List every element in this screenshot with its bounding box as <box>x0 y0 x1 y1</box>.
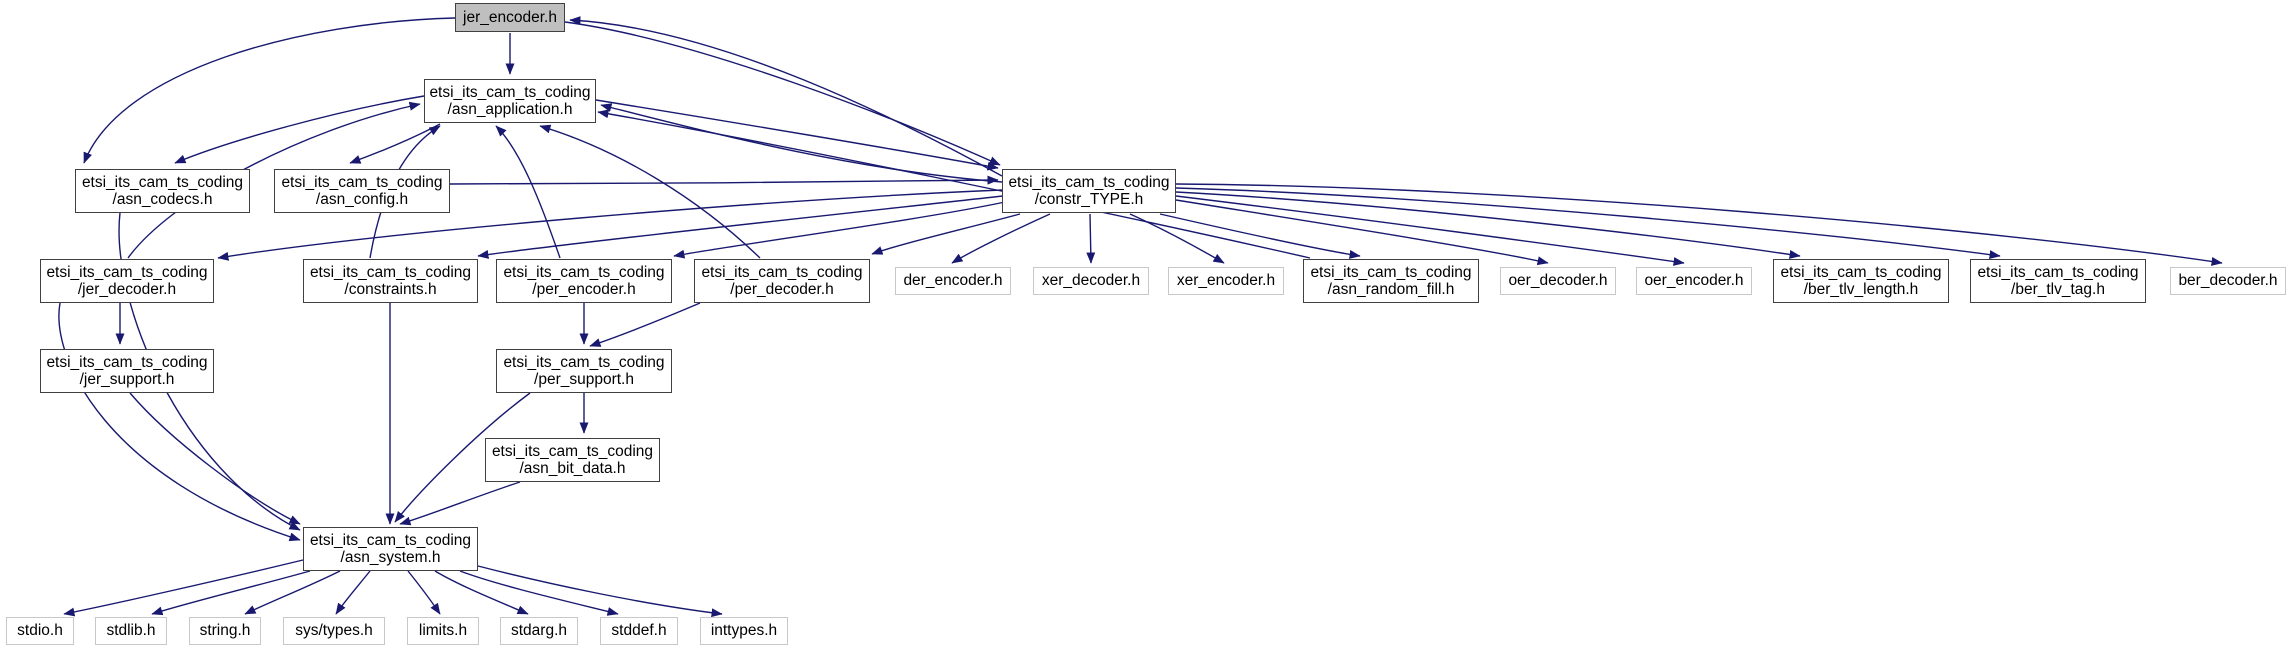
graph-edge-asn_bit_data-to-asn_system <box>399 481 521 526</box>
graph-node-xer_encoder[interactable]: xer_encoder.h <box>1168 267 1284 295</box>
graph-node-constraints[interactable]: etsi_its_cam_ts_coding /constraints.h <box>303 259 478 303</box>
graph-node-label-asn_bit_data: etsi_its_cam_ts_coding /asn_bit_data.h <box>491 442 654 477</box>
graph-node-label-asn_random_fill: etsi_its_cam_ts_coding /asn_random_fill.… <box>1310 263 1472 298</box>
graph-edge-asn_system-to-limits <box>407 570 441 615</box>
graph-node-label-jer_encoder: jer_encoder.h <box>463 8 557 26</box>
graph-node-stddef[interactable]: stddef.h <box>600 617 678 645</box>
graph-node-label-oer_encoder: oer_encoder.h <box>1644 272 1744 290</box>
graph-edge-asn_application-to-asn_codecs <box>174 95 425 164</box>
graph-node-label-xer_encoder: xer_encoder.h <box>1176 272 1276 290</box>
graph-edge-per_decoder-to-per_support <box>589 302 701 347</box>
graph-node-oer_encoder[interactable]: oer_encoder.h <box>1636 267 1752 295</box>
graph-node-label-inttypes: inttypes.h <box>710 622 778 640</box>
graph-edge-constr_TYPE-to-ber_tlv_tag <box>1175 187 2001 260</box>
graph-node-label-stdio: stdio.h <box>17 622 63 640</box>
graph-edge-jer_encoder-to-asn_codecs <box>83 17 456 164</box>
graph-node-label-stdlib: stdlib.h <box>106 622 156 640</box>
graph-node-label-asn_application: etsi_its_cam_ts_coding /asn_application.… <box>429 83 591 118</box>
graph-node-string[interactable]: string.h <box>189 617 261 645</box>
graph-edge-jer_decoder-to-asn_system <box>58 302 301 542</box>
graph-node-asn_system[interactable]: etsi_its_cam_ts_coding /asn_system.h <box>303 527 478 571</box>
graph-edge-per_decoder-to-asn_application <box>539 124 761 259</box>
graph-node-label-limits: limits.h <box>418 622 468 640</box>
graph-node-label-asn_config: etsi_its_cam_ts_coding /asn_config.h <box>281 173 443 208</box>
graph-edge-constr_TYPE-to-der_encoder <box>951 213 1051 264</box>
graph-node-limits[interactable]: limits.h <box>407 617 479 645</box>
graph-node-label-oer_decoder: oer_decoder.h <box>1508 272 1608 290</box>
graph-node-ber_tlv_length[interactable]: etsi_its_cam_ts_coding /ber_tlv_length.h <box>1773 259 1949 303</box>
graph-node-asn_codecs[interactable]: etsi_its_cam_ts_coding /asn_codecs.h <box>75 169 250 213</box>
graph-node-inttypes[interactable]: inttypes.h <box>700 617 788 645</box>
graph-node-label-xer_decoder: xer_decoder.h <box>1041 272 1141 290</box>
graph-edge-constr_TYPE-to-xer_encoder <box>1129 213 1225 264</box>
graph-node-ber_decoder[interactable]: ber_decoder.h <box>2170 267 2286 295</box>
graph-edge-asn_config-to-constr_TYPE <box>449 175 999 185</box>
graph-node-label-jer_decoder: etsi_its_cam_ts_coding /jer_decoder.h <box>46 263 208 298</box>
graph-edge-constr_TYPE-to-xer_decoder <box>1086 213 1096 264</box>
edge-group <box>58 16 2223 618</box>
graph-edge-asn_system-to-inttypes <box>477 565 723 618</box>
graph-node-der_encoder[interactable]: der_encoder.h <box>895 267 1011 295</box>
graph-node-label-string: string.h <box>199 622 251 640</box>
graph-edge-asn_application-to-asn_config <box>349 123 441 164</box>
graph-node-stdio[interactable]: stdio.h <box>6 617 74 645</box>
graph-edge-constr_TYPE-to-asn_application <box>600 103 1003 183</box>
graph-node-label-stddef: stddef.h <box>611 622 667 640</box>
graph-node-asn_random_fill[interactable]: etsi_its_cam_ts_coding /asn_random_fill.… <box>1303 259 1479 303</box>
graph-edge-asn_system-to-stdio <box>63 559 304 617</box>
graph-edge-jer_support-to-asn_system <box>129 392 301 525</box>
graph-edge-constr_TYPE-to-ber_decoder <box>1175 183 2223 266</box>
graph-node-ber_tlv_tag[interactable]: etsi_its_cam_ts_coding /ber_tlv_tag.h <box>1970 259 2146 303</box>
graph-node-constr_TYPE[interactable]: etsi_its_cam_ts_coding /constr_TYPE.h <box>1002 169 1176 213</box>
graph-edge-constr_TYPE-to-ber_tlv_length <box>1175 191 1801 259</box>
graph-node-label-constraints: etsi_its_cam_ts_coding /constraints.h <box>309 263 472 298</box>
graph-edge-asn_random_fill-to-asn_application <box>597 109 1311 259</box>
graph-node-label-systypes: sys/types.h <box>295 622 373 640</box>
graph-node-xer_decoder[interactable]: xer_decoder.h <box>1033 267 1149 295</box>
graph-edge-constr_TYPE-to-per_encoder <box>673 201 1006 259</box>
graph-edge-asn_system-to-stdarg <box>434 570 529 615</box>
graph-node-label-asn_codecs: etsi_its_cam_ts_coding /asn_codecs.h <box>81 173 244 208</box>
graph-edge-constr_TYPE-to-oer_decoder <box>1175 199 1549 266</box>
graph-node-stdarg[interactable]: stdarg.h <box>500 617 578 645</box>
graph-edge-jer_encoder-to-constr_TYPE <box>564 21 1001 166</box>
graph-node-per_decoder[interactable]: etsi_its_cam_ts_coding /per_decoder.h <box>694 259 870 303</box>
graph-node-jer_encoder[interactable]: jer_encoder.h <box>455 3 565 32</box>
graph-node-label-stdarg: stdarg.h <box>510 622 567 640</box>
graph-node-jer_decoder[interactable]: etsi_its_cam_ts_coding /jer_decoder.h <box>40 259 214 303</box>
graph-node-per_encoder[interactable]: etsi_its_cam_ts_coding /per_encoder.h <box>496 259 672 303</box>
graph-edge-asn_application-to-constr_TYPE <box>595 99 999 171</box>
graph-node-label-per_decoder: etsi_its_cam_ts_coding /per_decoder.h <box>701 263 863 298</box>
graph-edge-constr_TYPE-to-per_decoder <box>871 213 1021 255</box>
graph-node-label-ber_tlv_length: etsi_its_cam_ts_coding /ber_tlv_length.h <box>1780 263 1942 298</box>
graph-node-label-constr_TYPE: etsi_its_cam_ts_coding /constr_TYPE.h <box>1008 173 1170 208</box>
graph-edge-constr_TYPE-to-asn_random_fill <box>1159 213 1361 259</box>
graph-node-label-ber_tlv_tag: etsi_its_cam_ts_coding /ber_tlv_tag.h <box>1977 263 2139 298</box>
graph-node-jer_support[interactable]: etsi_its_cam_ts_coding /jer_support.h <box>40 349 214 393</box>
graph-node-label-jer_support: etsi_its_cam_ts_coding /jer_support.h <box>46 353 208 388</box>
graph-node-label-der_encoder: der_encoder.h <box>903 272 1003 290</box>
graph-edge-asn_system-to-systypes <box>335 570 371 615</box>
graph-node-asn_config[interactable]: etsi_its_cam_ts_coding /asn_config.h <box>274 169 450 213</box>
graph-edge-constr_TYPE-to-constraints <box>477 195 1004 259</box>
graph-edge-asn_system-to-stddef <box>459 570 619 616</box>
graph-node-systypes[interactable]: sys/types.h <box>283 617 385 645</box>
graph-node-oer_decoder[interactable]: oer_decoder.h <box>1500 267 1616 295</box>
graph-edge-constr_TYPE-to-jer_encoder <box>569 16 1003 177</box>
graph-node-per_support[interactable]: etsi_its_cam_ts_coding /per_support.h <box>496 349 672 393</box>
graph-node-asn_bit_data[interactable]: etsi_its_cam_ts_coding /asn_bit_data.h <box>485 438 660 482</box>
graph-edge-per_encoder-to-asn_application <box>495 125 561 259</box>
graph-node-asn_application[interactable]: etsi_its_cam_ts_coding /asn_application.… <box>424 79 596 123</box>
graph-node-label-per_encoder: etsi_its_cam_ts_coding /per_encoder.h <box>503 263 665 298</box>
graph-node-label-per_support: etsi_its_cam_ts_coding /per_support.h <box>503 353 665 388</box>
graph-node-label-ber_decoder: ber_decoder.h <box>2178 272 2278 290</box>
graph-node-label-asn_system: etsi_its_cam_ts_coding /asn_system.h <box>309 531 472 566</box>
graph-node-stdlib[interactable]: stdlib.h <box>95 617 167 645</box>
graph-edge-asn_system-to-string <box>244 570 341 615</box>
graph-edge-constr_TYPE-to-oer_encoder <box>1175 195 1685 266</box>
graph-edge-asn_system-to-stdlib <box>151 570 311 616</box>
